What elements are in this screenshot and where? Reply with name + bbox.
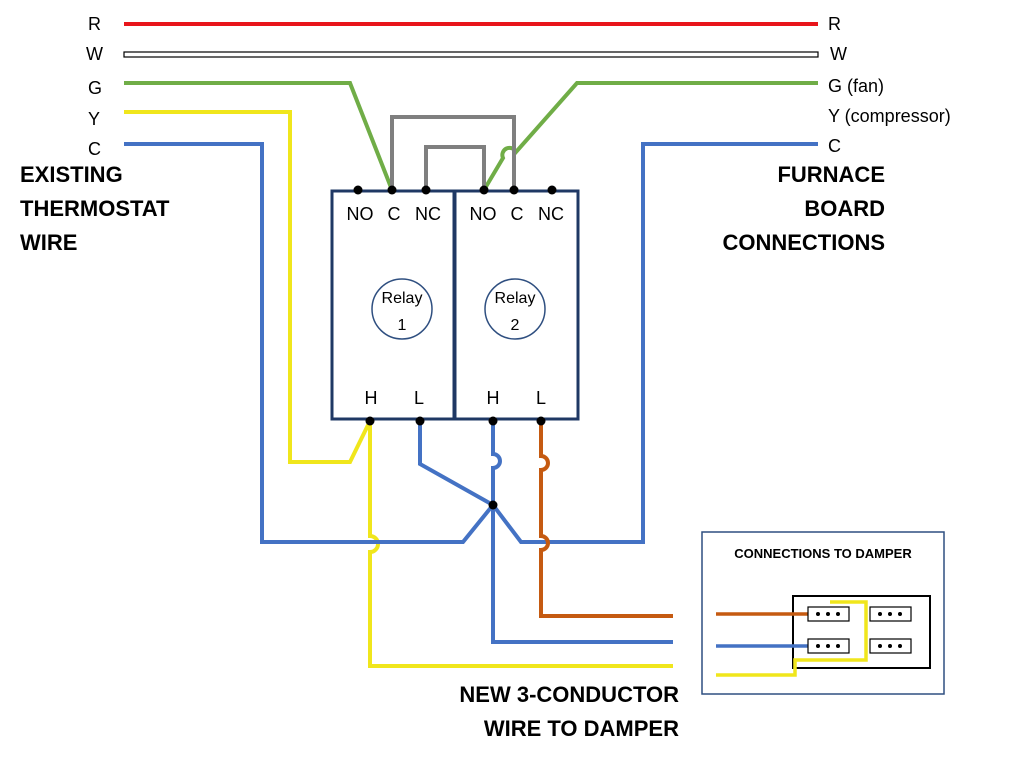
furnace-label-y: Y (compressor) <box>828 106 951 126</box>
relay-2-h-dot <box>488 416 498 426</box>
jumper-inner <box>424 145 486 190</box>
damper-yellow-wire <box>716 600 868 677</box>
g-wire-furnace <box>482 81 818 192</box>
heading-furnace-line3: CONNECTIONS <box>722 230 885 255</box>
heading-new-wire-line2: WIRE TO DAMPER <box>484 716 679 741</box>
thermostat-label-w: W <box>86 44 103 64</box>
furnace-label-g: G (fan) <box>828 76 884 96</box>
relay-2-c-dot <box>509 185 519 195</box>
heading-furnace-line2: BOARD <box>804 196 885 221</box>
relay-2-coil <box>484 278 546 340</box>
jumper-outer <box>390 115 516 190</box>
thermostat-label-y: Y <box>88 109 100 129</box>
y-wire-thermostat <box>124 110 372 464</box>
heading-existing-line1: EXISTING <box>20 162 123 187</box>
c-wire-furnace <box>491 142 818 544</box>
relay-1-l-dot <box>415 416 425 426</box>
thermostat-label-g: G <box>88 78 102 98</box>
relay-1-nc-label: NC <box>415 204 441 224</box>
damper-terminal-blocks <box>807 606 912 654</box>
relay-1-name: Relay <box>382 290 423 307</box>
relay-2-no-label: NO <box>470 204 497 224</box>
relay-1-l-label: L <box>414 388 424 408</box>
relay-2-name: Relay <box>495 290 536 307</box>
relay-2-l-dot <box>536 416 546 426</box>
y-wire-damper <box>368 421 673 668</box>
relay-2-nc-dot <box>547 185 557 195</box>
g-wire-thermostat <box>124 81 394 191</box>
furnace-label-w: W <box>830 44 847 64</box>
relay-1-no-dot <box>353 185 363 195</box>
relay-2-l-wire <box>539 421 673 618</box>
relay-2-h-wire <box>491 421 673 644</box>
relay-1-h-label: H <box>365 388 378 408</box>
furnace-label-r: R <box>828 14 841 34</box>
terminal-dots <box>353 185 557 510</box>
heading-existing-line2: THERMOSTAT <box>20 196 170 221</box>
relay-1-c-dot <box>387 185 397 195</box>
thermostat-label-r: R <box>88 14 101 34</box>
relay-1-nc-dot <box>421 185 431 195</box>
heading-new-wire-line1: NEW 3-CONDUCTOR <box>459 682 679 707</box>
relay-1-h-dot <box>365 416 375 426</box>
relay-2-no-dot <box>479 185 489 195</box>
damper-box-title: CONNECTIONS TO DAMPER <box>734 546 912 561</box>
relay-1-c-label: C <box>388 204 401 224</box>
c-wire-thermostat <box>124 142 495 544</box>
relay-2-number: 2 <box>511 317 520 334</box>
heading-existing-line3: WIRE <box>20 230 77 255</box>
relay-1-no-label: NO <box>347 204 374 224</box>
relay-1-l-wire <box>418 421 494 507</box>
relay-1-number: 1 <box>398 317 407 334</box>
relay-2-c-label: C <box>511 204 524 224</box>
relay-2-nc-label: NC <box>538 204 564 224</box>
relay-2-l-label: L <box>536 388 546 408</box>
furnace-label-c: C <box>828 136 841 156</box>
c-junction-dot <box>488 500 498 510</box>
relay-1-coil <box>371 278 433 340</box>
thermostat-label-c: C <box>88 139 101 159</box>
w-wire <box>123 51 819 58</box>
heading-furnace-line1: FURNACE <box>777 162 885 187</box>
relay-2-h-label: H <box>487 388 500 408</box>
